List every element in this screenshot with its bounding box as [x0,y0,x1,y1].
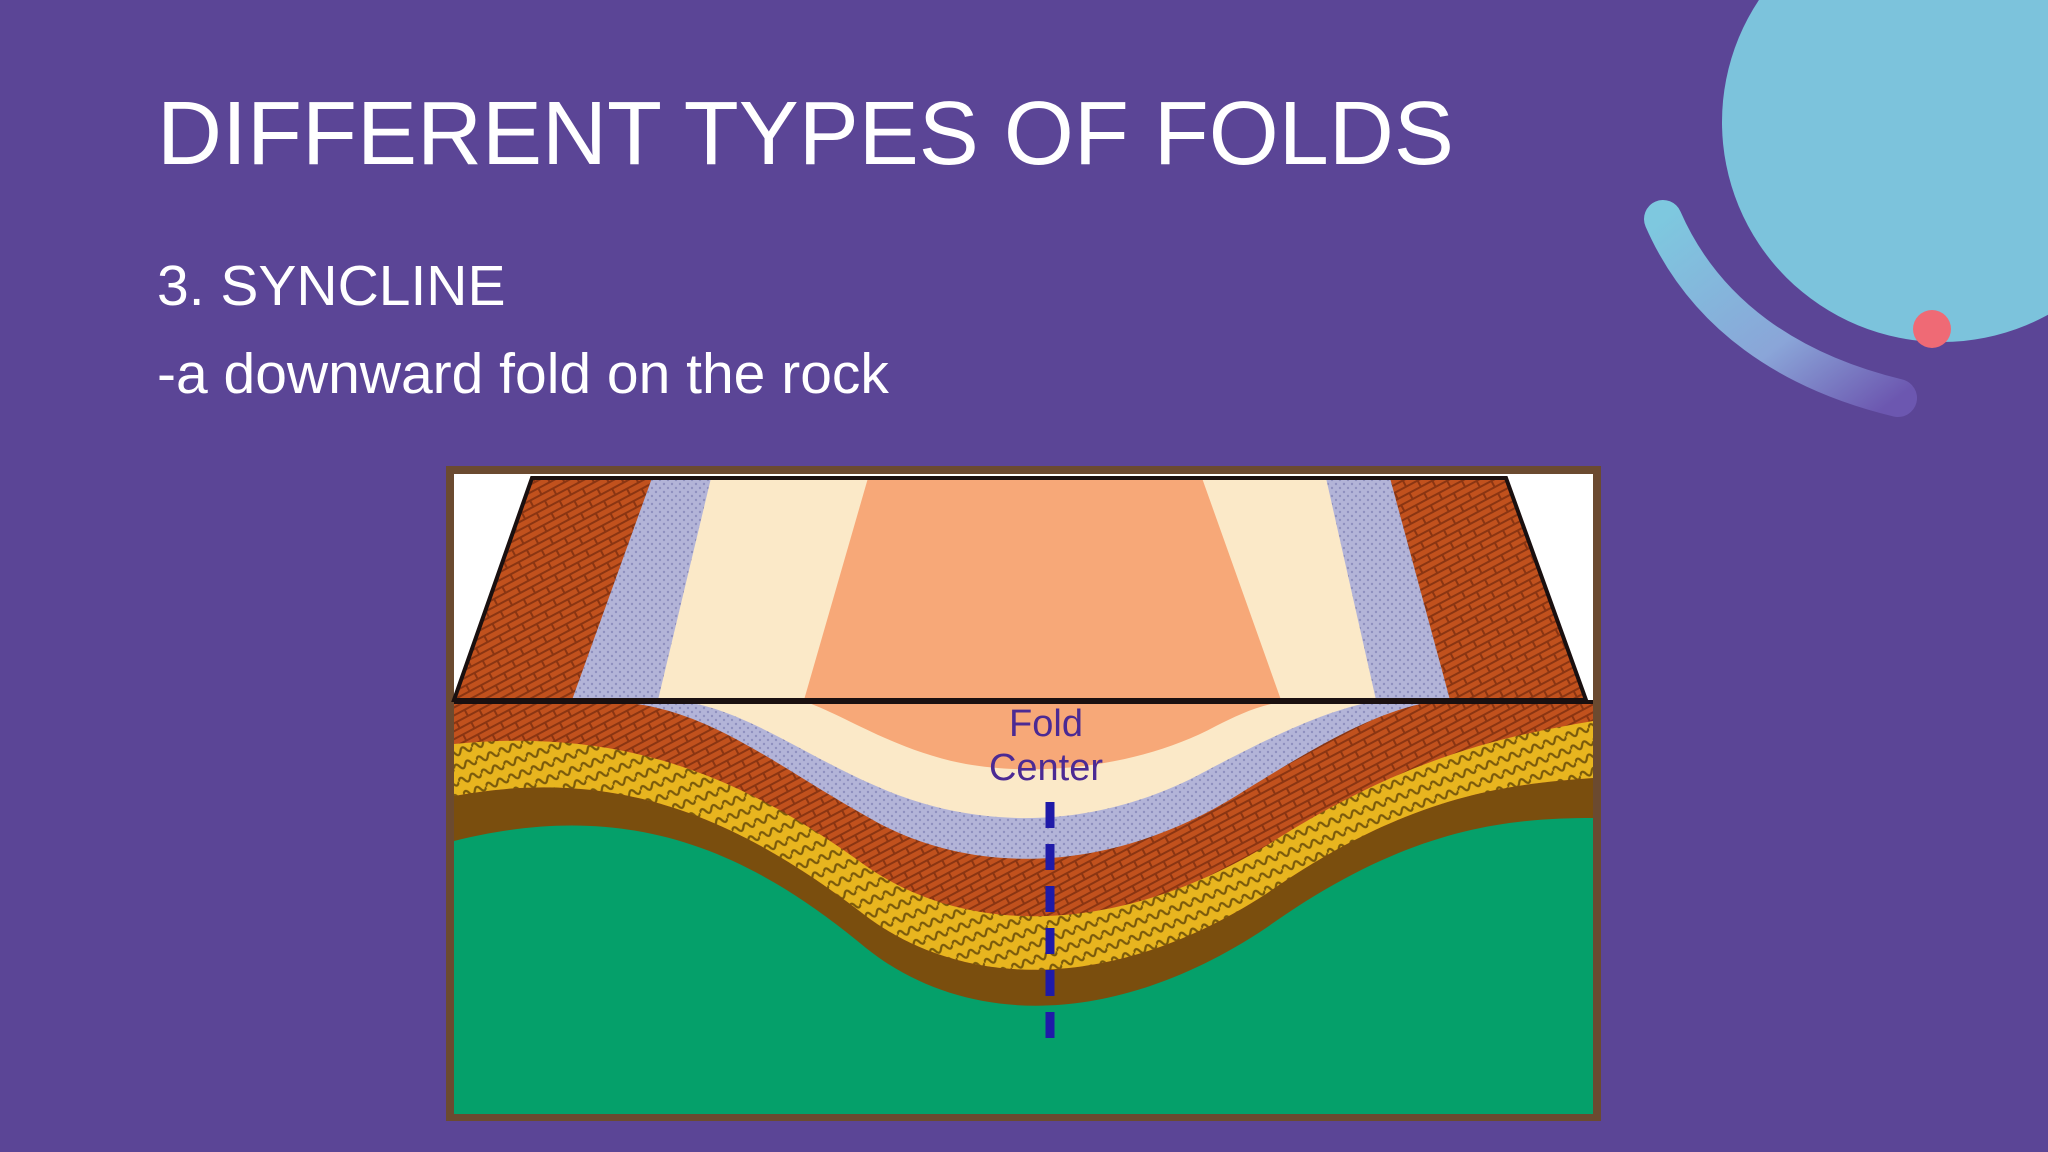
syncline-diagram: Fold Center [446,466,1601,1121]
accent-arc [1644,200,1917,417]
layer-green-bedrock [454,816,1593,1114]
slide-title: DIFFERENT TYPES OF FOLDS [157,84,1454,184]
top-layer-core [804,478,1281,700]
accent-dot [1913,310,1951,348]
fold-type-heading: 3. SYNCLINE [157,254,506,318]
accent-circle [1722,0,2048,342]
layer-core-section [806,702,1281,770]
layer-brown [454,778,1593,1006]
fold-description: -a downward fold on the rock [157,342,889,406]
layer-yellow-wavy [454,721,1593,970]
fold-center-label-line2: Center [989,747,1103,789]
fold-center-label-line1: Fold [1009,703,1083,745]
